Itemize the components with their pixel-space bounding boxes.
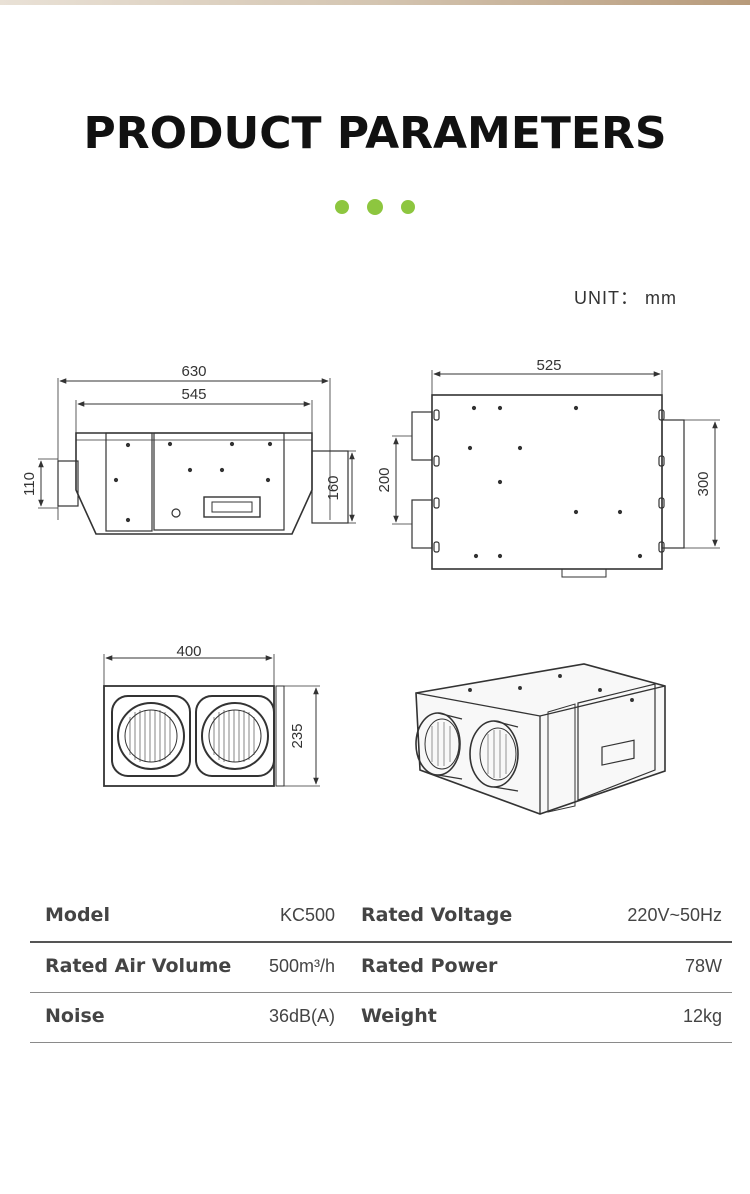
spec-label: Rated Air Volume <box>45 955 232 977</box>
dim-top-width: 525 <box>536 357 561 374</box>
spec-value: 220V~50Hz <box>627 905 722 925</box>
page-title: PRODUCT PARAMETERS <box>83 108 667 159</box>
dim-front-right-port: 160 <box>325 475 342 500</box>
table-row: Model KC500 Rated Voltage 220V~50Hz <box>30 892 732 943</box>
spec-label: Weight <box>361 1005 437 1027</box>
spec-label: Rated Power <box>361 955 498 977</box>
spec-label: Model <box>45 904 110 926</box>
spec-table: Model KC500 Rated Voltage 220V~50Hz Rate… <box>30 892 732 1043</box>
spec-value: 36dB(A) <box>268 1006 335 1026</box>
technical-drawing: 630 545 110 160 525 200 300 400 235 <box>21 357 720 815</box>
dim-front-body: 545 <box>181 386 206 403</box>
spec-value: KC500 <box>279 905 335 925</box>
side-view-drawing <box>103 654 320 787</box>
dim-front-overall: 630 <box>181 363 206 380</box>
dot-icon <box>401 199 415 214</box>
dot-icon <box>367 198 383 215</box>
dim-top-left-span: 200 <box>376 467 393 492</box>
dim-side-height: 235 <box>289 723 306 748</box>
spec-value: 78W <box>684 956 722 976</box>
spec-label: Rated Voltage <box>361 904 513 926</box>
dim-side-width: 400 <box>176 643 201 660</box>
unit-label: UNIT： mm <box>574 288 677 308</box>
table-row: Noise 36dB(A) Weight 12kg <box>30 993 732 1043</box>
top-accent-bar <box>0 0 750 5</box>
top-view-drawing <box>392 370 720 578</box>
spec-label: Noise <box>45 1005 105 1027</box>
dim-front-left-port: 110 <box>21 472 38 496</box>
dim-top-right-span: 300 <box>695 471 712 496</box>
decorative-dots <box>0 198 750 218</box>
spec-value: 12kg <box>682 1006 722 1026</box>
dot-icon <box>335 199 349 214</box>
isometric-view-drawing <box>415 663 666 815</box>
front-view-drawing <box>38 378 356 535</box>
spec-value: 500m³/h <box>268 956 335 976</box>
table-row: Rated Air Volume 500m³/h Rated Power 78W <box>30 943 732 993</box>
